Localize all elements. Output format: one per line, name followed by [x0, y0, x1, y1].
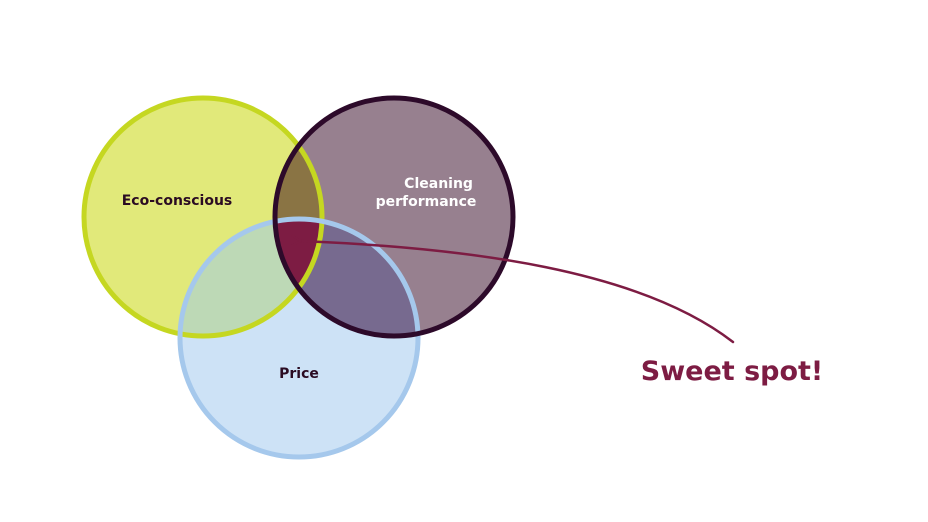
cleaning-performance-label: Cleaning performance [376, 176, 478, 210]
cleaning-performance-label-line-2: performance [376, 194, 477, 210]
price-label: Price [279, 366, 319, 382]
eco-conscious-outline [81, 95, 325, 339]
callout-arrow [290, 234, 735, 344]
cleaning-performance-label-line-1: Cleaning [404, 176, 473, 192]
cleaning-price-overlap [275, 219, 418, 336]
price-outline [177, 216, 421, 460]
eco-price-overlap [180, 219, 322, 336]
sweet-spot-callout: Sweet spot! [641, 356, 824, 387]
eco-conscious-label: Eco-conscious [122, 193, 233, 209]
cleaning-performance-outline [272, 95, 516, 339]
